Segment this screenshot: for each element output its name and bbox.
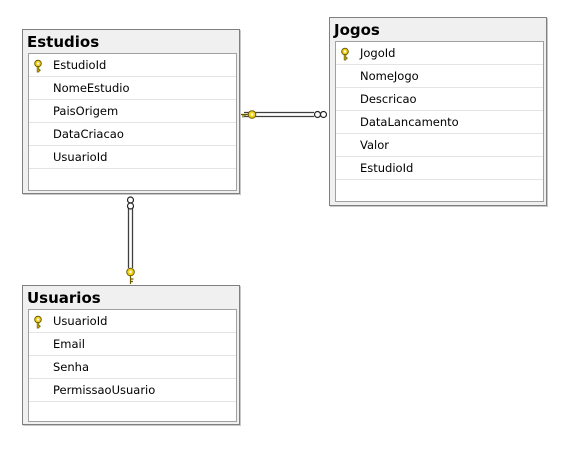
- key-icon: [241, 110, 257, 119]
- column-name: EstudioId: [360, 161, 414, 175]
- column-name: Descricao: [360, 92, 417, 106]
- column-name: Email: [53, 337, 85, 351]
- column-row[interactable]: NomeJogo: [336, 65, 543, 88]
- column-name: PermissaoUsuario: [53, 383, 156, 397]
- table-usuarios[interactable]: Usuarios UsuarioId Email Senha Permissao…: [22, 285, 240, 425]
- column-row[interactable]: JogoId: [336, 42, 543, 65]
- column-row[interactable]: NomeEstudio: [29, 77, 236, 100]
- table-jogos[interactable]: Jogos JogoId NomeJogo Descricao DataLanc…: [329, 17, 547, 206]
- column-row[interactable]: PermissaoUsuario: [29, 379, 236, 402]
- column-row[interactable]: UsuarioId: [29, 310, 236, 333]
- key-icon: [31, 58, 45, 73]
- column-row[interactable]: DataCriacao: [29, 123, 236, 146]
- column-name: JogoId: [360, 46, 396, 60]
- column-row[interactable]: UsuarioId: [29, 146, 236, 169]
- column-grid-jogos: JogoId NomeJogo Descricao DataLancamento…: [335, 41, 544, 202]
- relationship-estudios-jogos[interactable]: [241, 110, 328, 119]
- relationship-estudios-usuarios[interactable]: [126, 196, 135, 284]
- table-title-usuarios: Usuarios: [27, 289, 101, 307]
- column-name: DataCriacao: [53, 127, 124, 141]
- column-name: UsuarioId: [53, 314, 108, 328]
- infinity-icon: [313, 110, 328, 119]
- column-grid-usuarios: UsuarioId Email Senha PermissaoUsuario: [28, 309, 237, 422]
- key-icon: [31, 314, 45, 329]
- key-icon: [126, 267, 135, 284]
- column-row[interactable]: EstudioId: [336, 157, 543, 180]
- column-row[interactable]: Senha: [29, 356, 236, 379]
- column-row[interactable]: PaisOrigem: [29, 100, 236, 123]
- column-name: UsuarioId: [53, 150, 108, 164]
- key-icon: [338, 46, 352, 61]
- column-row[interactable]: Email: [29, 333, 236, 356]
- column-name: PaisOrigem: [53, 104, 119, 118]
- column-name: NomeEstudio: [53, 81, 130, 95]
- column-name: NomeJogo: [360, 69, 419, 83]
- table-title-estudios: Estudios: [27, 33, 100, 51]
- infinity-icon: [126, 196, 135, 210]
- column-grid-estudios: EstudioId NomeEstudio PaisOrigem DataCri…: [28, 53, 237, 191]
- column-name: Valor: [360, 138, 389, 152]
- column-name: DataLancamento: [360, 115, 459, 129]
- column-name: Senha: [53, 360, 89, 374]
- column-row[interactable]: Valor: [336, 134, 543, 157]
- column-row[interactable]: EstudioId: [29, 54, 236, 77]
- column-name: EstudioId: [53, 58, 107, 72]
- column-row[interactable]: Descricao: [336, 88, 543, 111]
- column-row[interactable]: DataLancamento: [336, 111, 543, 134]
- table-title-jogos: Jogos: [334, 21, 380, 39]
- table-estudios[interactable]: Estudios EstudioId NomeEstudio PaisOrige…: [22, 29, 240, 194]
